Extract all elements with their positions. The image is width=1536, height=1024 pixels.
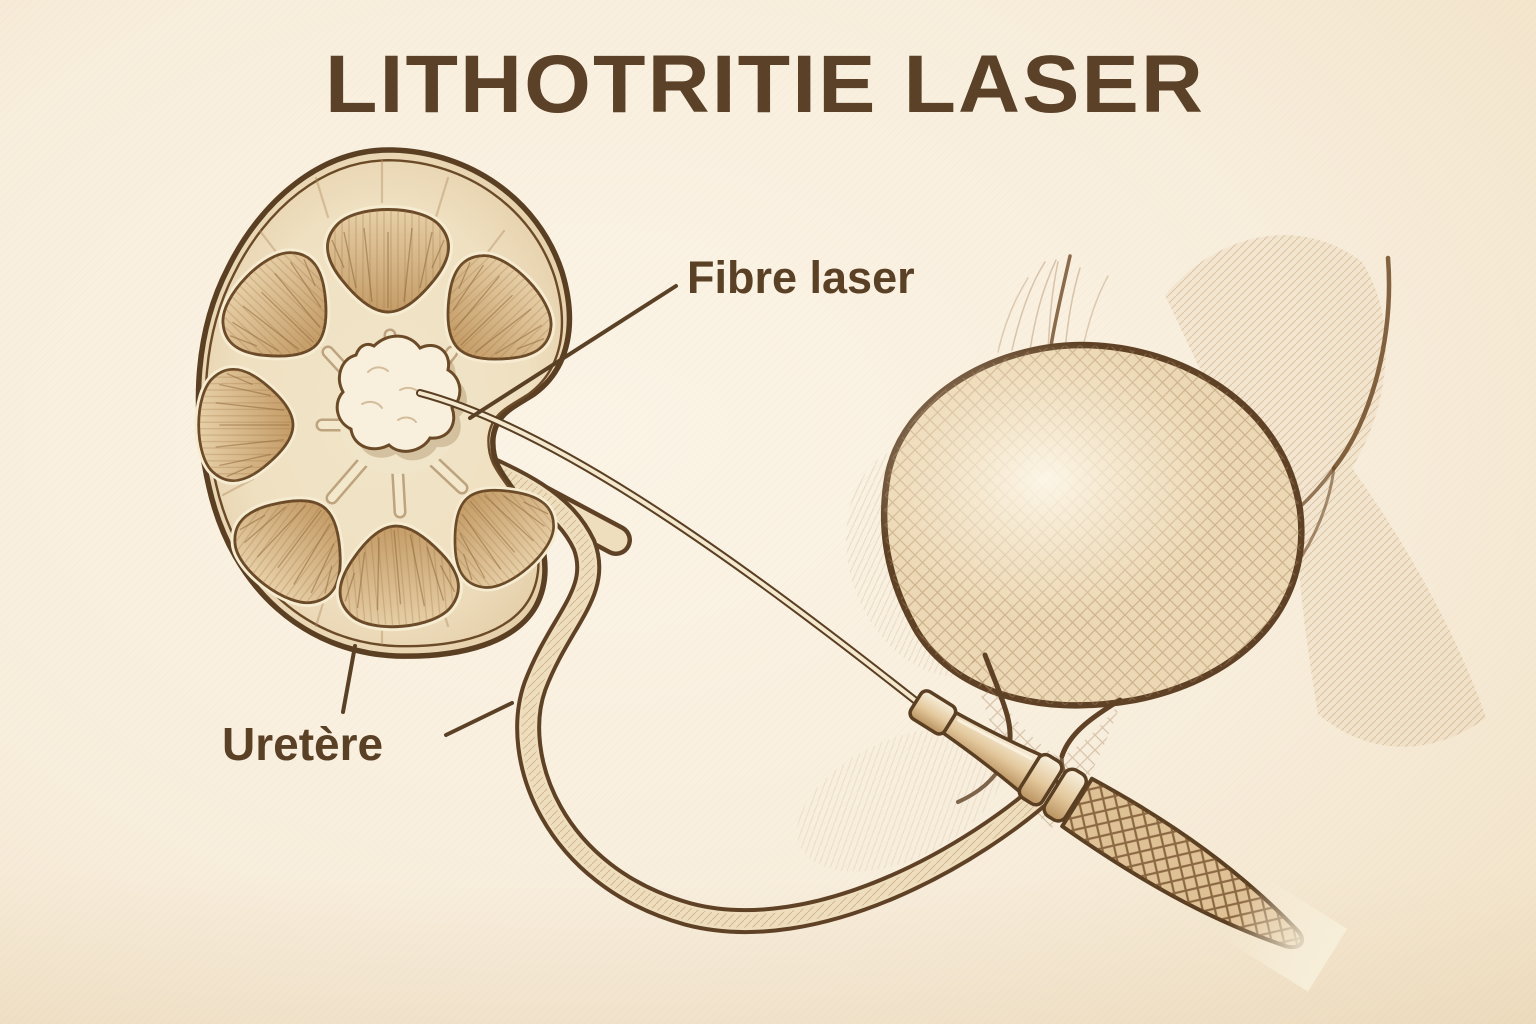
leader-line-uretere-tube xyxy=(444,701,514,737)
annotations: LITHOTRITIE LASER Fibre laser Uretère xyxy=(222,39,1205,770)
laser-fiber xyxy=(416,389,925,709)
vessel-branch-line-3 xyxy=(1300,466,1336,558)
kidney-stone xyxy=(335,334,467,461)
endoscope-ring xyxy=(1017,752,1064,807)
leader-line-fibre-laser xyxy=(468,284,678,420)
endoscope-grip xyxy=(1060,776,1348,992)
grip-fade-tail xyxy=(1218,873,1348,992)
ureter-inner-shading xyxy=(431,441,1055,928)
bladder-highlight xyxy=(865,340,1225,620)
tissue-tuft-above-bladder xyxy=(997,254,1109,353)
stone-body xyxy=(335,334,462,453)
laser-fiber-core xyxy=(418,391,923,707)
kidney-capsule-inner xyxy=(204,159,564,648)
bladder xyxy=(865,340,1305,828)
endoscope-ring-2 xyxy=(1042,767,1089,823)
page-title: LITHOTRITIE LASER xyxy=(325,39,1205,130)
tissue-hatch-below-bladder xyxy=(797,728,1003,872)
label-uretere: Uretère xyxy=(222,718,383,770)
vessel-branch-line xyxy=(1331,255,1392,471)
label-fibre-laser: Fibre laser xyxy=(687,252,915,303)
kidney-cross-section xyxy=(198,147,569,659)
endoscope-barrel-highlight xyxy=(957,718,1033,761)
leader-line-uretere-kidney xyxy=(341,644,357,714)
tissue-hatch-right-lines xyxy=(1165,235,1486,747)
stone-speckles xyxy=(361,366,421,423)
endoscope xyxy=(908,689,1348,992)
